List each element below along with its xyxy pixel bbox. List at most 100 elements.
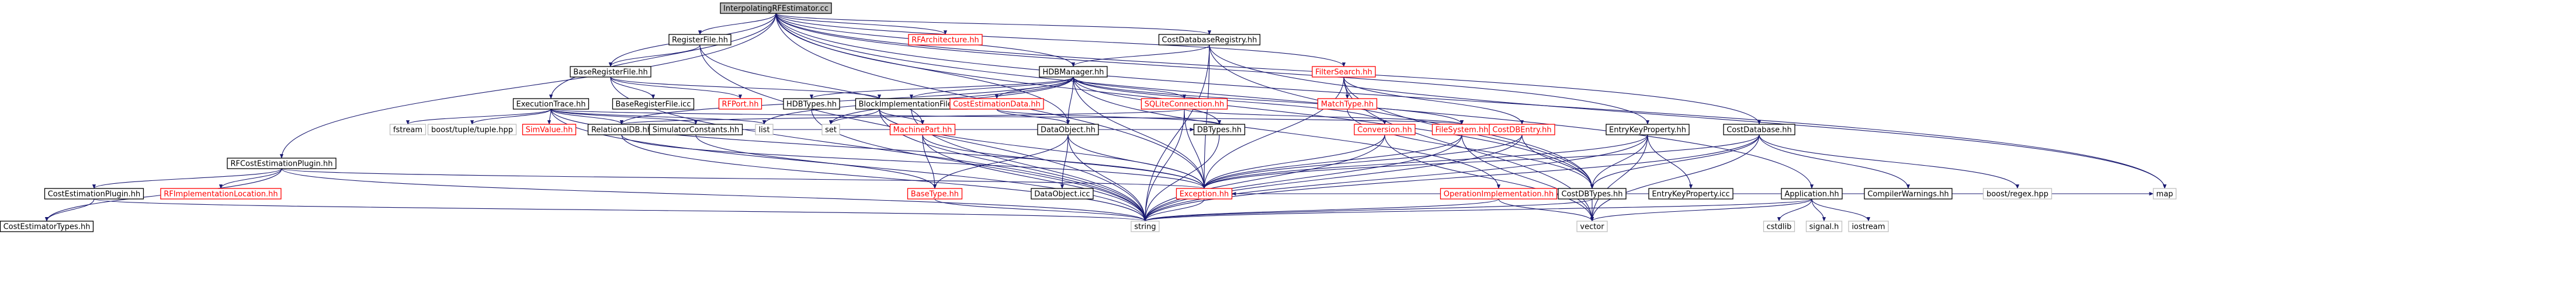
node-box (718, 98, 762, 110)
edge-costdatabase-hh-to-boost-regex-hpp (1759, 134, 2020, 189)
node-label: FileSystem.hh (1436, 126, 1489, 135)
node-simvalue-hh[interactable]: SimValue.hh (522, 124, 577, 135)
edge-rfcostestimationplugin-hh-to-string (281, 168, 1147, 222)
edge-costdatabaseregistry-hh-to-costdbtypes-hh (1209, 44, 1594, 189)
node-costestimationplugin-hh[interactable]: CostEstimationPlugin.hh (44, 188, 144, 200)
node-dataobject-hh[interactable]: DataObject.hh (1037, 124, 1099, 135)
node-label: BlockImplementationFile.hh (859, 100, 965, 109)
node-hdbmanager-hh[interactable]: HDBManager.hh (1039, 66, 1108, 78)
node-iostream: iostream (1848, 221, 1889, 232)
edge-dataobject-hh-to-basetype-hh (932, 134, 1069, 189)
node-label: set (825, 126, 837, 135)
node-rfport-hh[interactable]: RFPort.hh (718, 98, 762, 110)
node-basetype-hh[interactable]: BaseType.hh (907, 188, 963, 200)
node-compilerwarnings-hh[interactable]: CompilerWarnings.hh (1864, 188, 1953, 200)
node-machinepart-hh[interactable]: MachinePart.hh (889, 124, 956, 135)
node-boost-regex-hpp: boost/regex.hpp (1982, 188, 2053, 200)
node-baseregisterfile-hh[interactable]: BaseRegisterFile.hh (570, 66, 651, 78)
node-label: boost/regex.hpp (1986, 190, 2048, 199)
node-relationaldb-hh[interactable]: RelationalDB.hh (587, 124, 656, 135)
node-label: RegisterFile.hh (672, 36, 728, 45)
node-costdatabase-hh[interactable]: CostDatabase.hh (1723, 124, 1795, 135)
node-costdbentry-hh[interactable]: CostDBEntry.hh (1489, 124, 1555, 135)
node-box (783, 98, 840, 110)
edge-executiontrace-hh-to-string (550, 109, 1147, 222)
node-box (44, 188, 144, 200)
edges-layer (44, 13, 2166, 222)
node-box (1648, 188, 1733, 200)
node-label: RelationalDB.hh (591, 126, 652, 135)
node-box (227, 158, 337, 169)
edge-baseregisterfile-hh-to-rfport-hh (610, 76, 742, 99)
node-label: boost/tuple/tuple.hpp (431, 126, 513, 135)
node-label: SQLiteConnection.hh (1145, 100, 1225, 109)
node-blockimplementationfile-hh[interactable]: BlockImplementationFile.hh (855, 98, 968, 110)
node-box (1606, 124, 1690, 135)
edge-executiontrace-hh-to-filesystem-hh (550, 109, 1464, 125)
node-box (1131, 221, 1160, 232)
edge-sqliteconnection-hh-to-exception-hh (1184, 109, 1206, 189)
node-rfimplementationlocation-hh[interactable]: RFImplementationLocation.hh (160, 188, 282, 200)
node-filesystem-hh[interactable]: FileSystem.hh (1431, 124, 1492, 135)
edge-costdatabase-hh-to-vector (1590, 134, 1760, 222)
edge-registerfile-hh-to-baseregisterfile-hh (608, 44, 701, 67)
node-label: Conversion.hh (1357, 126, 1412, 135)
node-entrykeyproperty-hh[interactable]: EntryKeyProperty.hh (1606, 124, 1690, 135)
edge-costdatabaseregistry-hh-to-hdbmanager-hh (1072, 44, 1210, 67)
node-vector: vector (1576, 221, 1608, 232)
node-simulatorconstants-hh[interactable]: SimulatorConstants.hh (649, 124, 743, 135)
node-exception-hh[interactable]: Exception.hh (1176, 188, 1233, 200)
node-costestimationdata-hh[interactable]: CostEstimationData.hh (949, 98, 1044, 110)
node-application-hh[interactable]: Application.hh (1781, 188, 1843, 200)
edge-dataobject-hh-to-dataobject-icc (1060, 134, 1069, 189)
edge-filesystem-hh-to-string (1143, 134, 1462, 222)
node-costestimatortypes-hh[interactable]: CostEstimatorTypes.hh (0, 221, 94, 232)
node-box (522, 124, 577, 135)
node-hdbtypes-hh[interactable]: HDBTypes.hh (783, 98, 840, 110)
node-costdatabaseregistry-hh[interactable]: CostDatabaseRegistry.hh (1158, 34, 1261, 46)
node-box (512, 98, 590, 110)
edge-machinepart-hh-to-string (922, 134, 1147, 222)
node-dataobject-icc[interactable]: DataObject.icc (1031, 188, 1094, 200)
edge-machinepart-hh-to-exception-hh (922, 134, 1206, 189)
edge-costdatabaseregistry-hh-to-string (1143, 44, 1210, 222)
edge-application-hh-to-vector (1590, 198, 1812, 222)
node-filtersearch-hh[interactable]: FilterSearch.hh (1312, 66, 1376, 78)
node-executiontrace-hh[interactable]: ExecutionTrace.hh (512, 98, 590, 110)
node-dbtypes-hh[interactable]: DBTypes.hh (1193, 124, 1246, 135)
node-rfarchitecture-hh[interactable]: RFArchitecture.hh (908, 34, 983, 46)
node-baseregisterfile-icc[interactable]: BaseRegisterFile.icc (612, 98, 695, 110)
edge-executiontrace-hh-to-list (550, 109, 766, 125)
edge-sqliteconnection-hh-to-string (1143, 109, 1185, 222)
node-box (1031, 188, 1094, 200)
node-label: CostEstimatorTypes.hh (4, 223, 91, 232)
node-label: EntryKeyProperty.icc (1652, 190, 1729, 199)
node-box (889, 124, 956, 135)
node-label: InterpolatingRFEstimator.cc (723, 5, 828, 13)
node-matchtype-hh[interactable]: MatchType.hh (1317, 98, 1378, 110)
node-conversion-hh[interactable]: Conversion.hh (1354, 124, 1416, 135)
node-sqliteconnection-hh[interactable]: SQLiteConnection.hh (1140, 98, 1228, 110)
edge-root-to-rfarchitecture-hh (775, 13, 947, 35)
node-entrykeyproperty-icc[interactable]: EntryKeyProperty.icc (1648, 188, 1733, 200)
edge-rfcostestimationplugin-hh-to-costestimationplugin-hh (92, 168, 282, 189)
node-box (1558, 188, 1627, 200)
edge-costdatabaseregistry-hh-to-map (1209, 44, 2166, 189)
node-registerfile-hh[interactable]: RegisterFile.hh (668, 34, 731, 46)
node-rfcostestimationplugin-hh[interactable]: RFCostEstimationPlugin.hh (227, 158, 337, 169)
edge-costdbtypes-hh-to-string (1143, 198, 1593, 222)
node-label: CostDatabaseRegistry.hh (1162, 36, 1257, 45)
node-label: signal.h (1809, 223, 1839, 232)
node-string: string (1131, 221, 1160, 232)
edge-costdatabase-hh-to-string (1143, 134, 1760, 222)
node-root[interactable]: InterpolatingRFEstimator.cc (720, 2, 832, 14)
edge-simulatorconstants-hh-to-basetype-hh (695, 134, 937, 189)
node-label: list (758, 126, 769, 135)
edge-sqliteconnection-hh-to-relationaldb-hh (620, 109, 1185, 125)
node-box (570, 66, 651, 78)
node-costdbtypes-hh[interactable]: CostDBTypes.hh (1558, 188, 1627, 200)
node-label: RFArchitecture.hh (911, 36, 979, 45)
edge-conversion-hh-to-vector (1384, 134, 1594, 222)
node-operationimplementation-hh[interactable]: OperationImplementation.hh (1440, 188, 1558, 200)
